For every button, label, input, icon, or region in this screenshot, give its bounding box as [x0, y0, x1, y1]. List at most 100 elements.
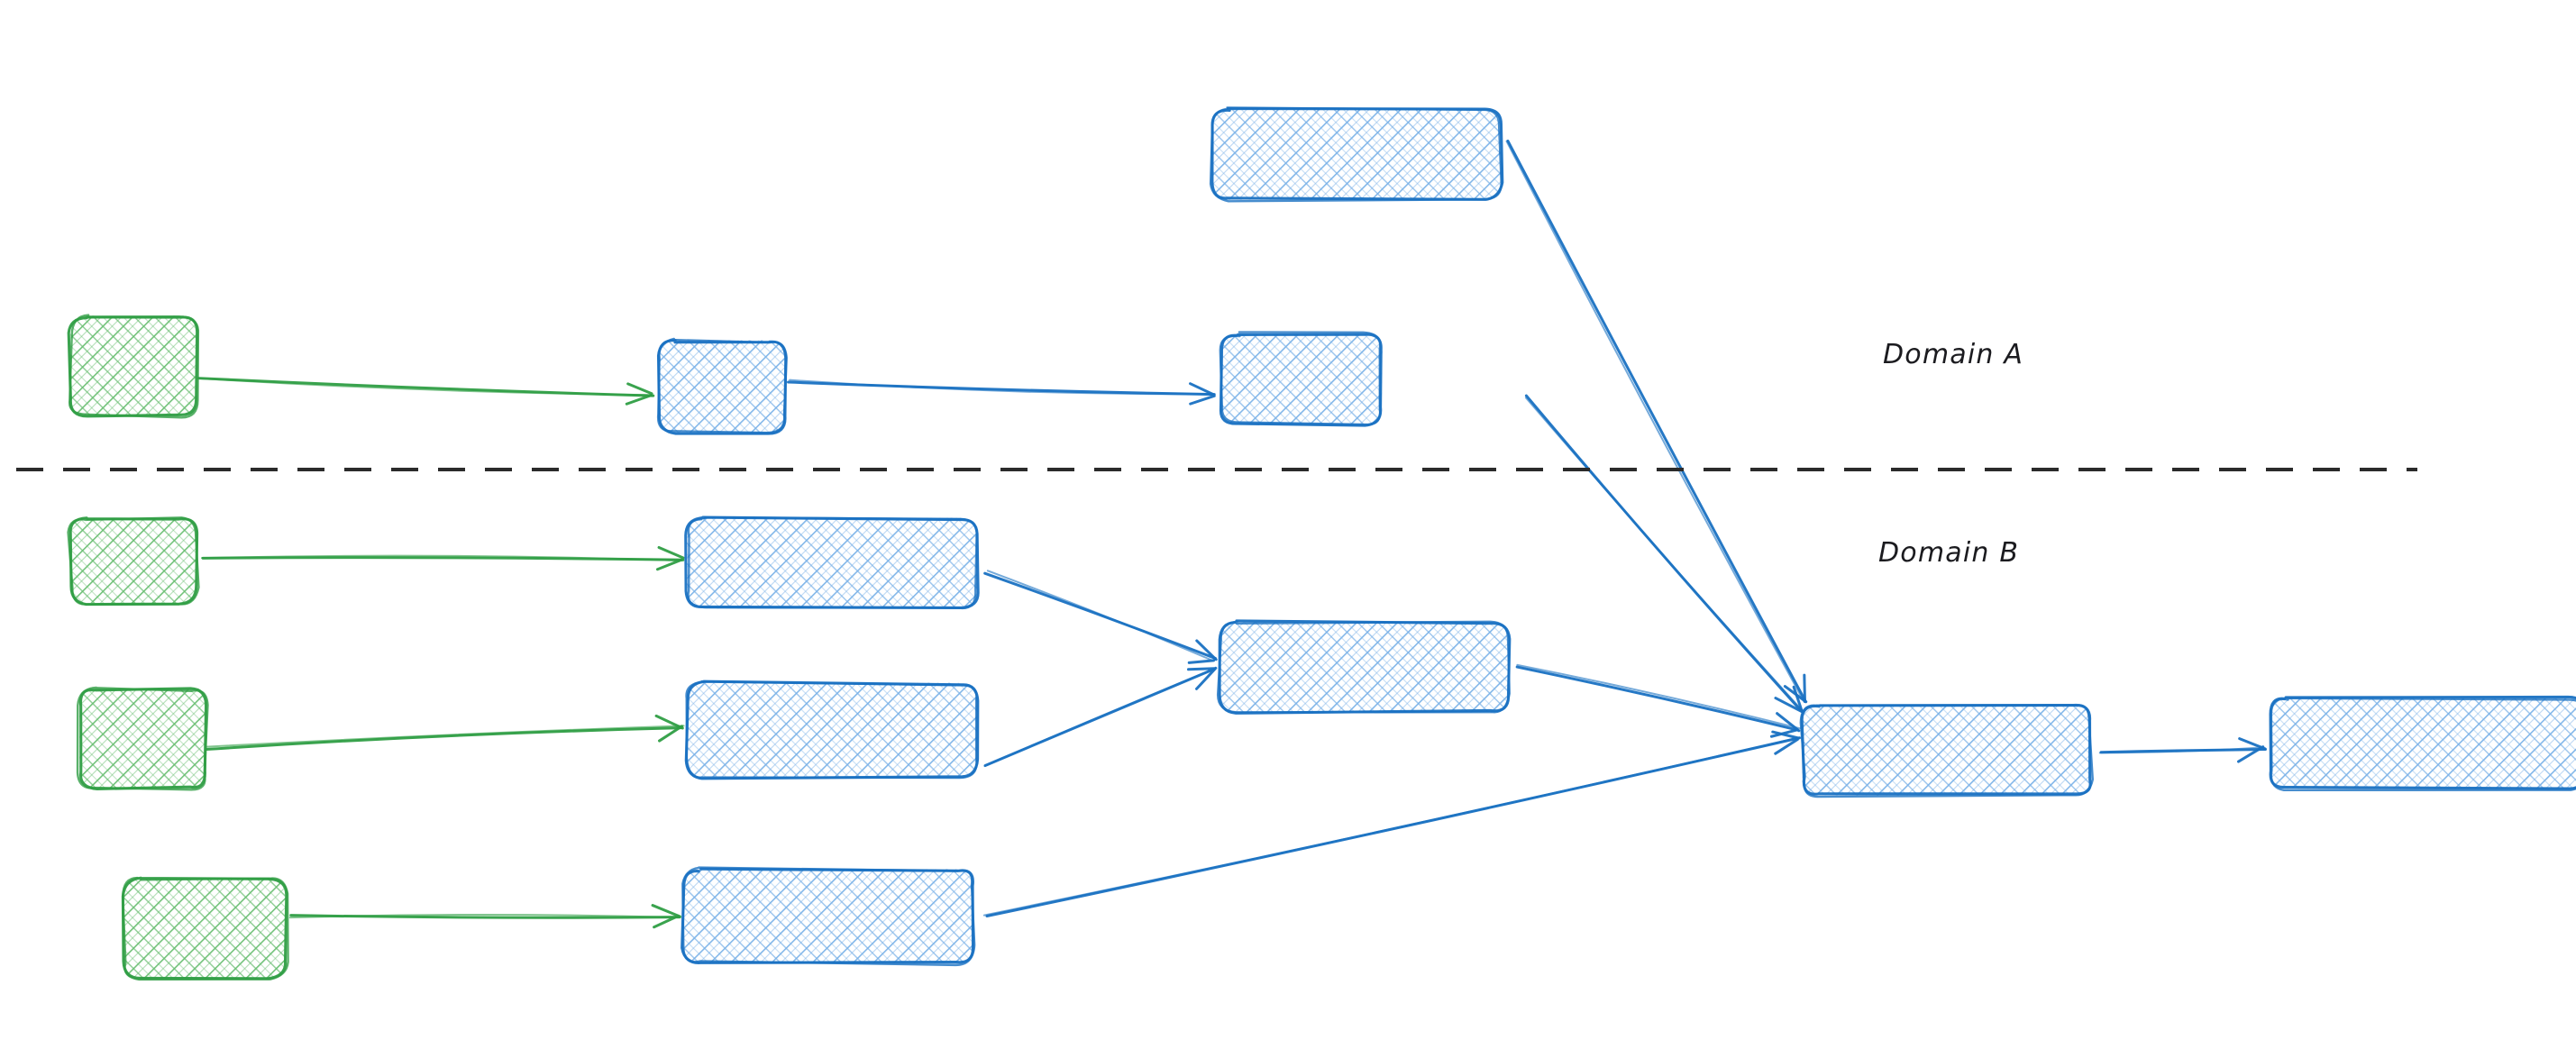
- edge-stroke: [1516, 663, 1801, 730]
- edge-stroke: [2098, 746, 2264, 754]
- arrowhead-barb: [654, 714, 684, 730]
- edge-e7[interactable]: [288, 904, 681, 929]
- edge-stroke: [1505, 140, 1805, 703]
- arrowhead-barb: [1769, 728, 1799, 738]
- arrowhead-barb: [651, 904, 681, 918]
- arrowhead-barb: [653, 914, 680, 929]
- node-fill-hatch-b: [686, 682, 978, 777]
- edge-stroke: [983, 667, 1217, 768]
- edge-stroke: [986, 570, 1214, 662]
- node-outline-pass2: [67, 516, 200, 606]
- edge-stroke: [204, 725, 685, 748]
- edges-layer: [197, 139, 2267, 929]
- node-b-blue-3[interactable]: [681, 866, 976, 967]
- arrowhead-barb: [1195, 666, 1218, 690]
- arrowhead-barb: [1774, 697, 1803, 713]
- node-b-green-3[interactable]: [121, 876, 289, 981]
- edge-e3[interactable]: [1505, 139, 1808, 704]
- arrowhead: [1187, 666, 1218, 690]
- node-fill-hatch-b: [1219, 621, 1508, 713]
- node-fill-hatch-b: [69, 315, 197, 416]
- edge-stroke: [288, 913, 681, 919]
- arrowhead-barb: [1187, 667, 1217, 671]
- edge-e10[interactable]: [1515, 663, 1801, 738]
- node-fill-hatch-b: [682, 869, 973, 963]
- arrowhead-barb: [1187, 659, 1216, 664]
- node-fill-hatch-b: [123, 878, 287, 979]
- edge-e8[interactable]: [983, 570, 1218, 664]
- arrowhead-barb: [2238, 737, 2267, 751]
- edge-stroke: [982, 736, 1800, 917]
- edge-e11[interactable]: [982, 730, 1802, 918]
- edge-e12[interactable]: [2098, 737, 2267, 763]
- arrowhead-barb: [657, 545, 685, 560]
- node-outline-pass2: [76, 686, 209, 791]
- edge-stroke: [1515, 665, 1799, 732]
- arrowhead-barb: [1195, 639, 1218, 661]
- edge-stroke: [205, 726, 683, 752]
- node-b-blue-hub[interactable]: [1799, 703, 2094, 798]
- node-b-green-1[interactable]: [67, 516, 200, 607]
- arrowhead-barb: [1771, 730, 1800, 740]
- node-fill-hatch-b: [1211, 109, 1502, 200]
- arrowhead-barb: [1803, 673, 1806, 704]
- node-outline-pass2: [1219, 331, 1382, 426]
- arrowhead-barb: [1792, 685, 1804, 713]
- arrowhead: [1187, 639, 1218, 664]
- node-outline-pass2: [1216, 620, 1511, 714]
- node-b-blue-mid[interactable]: [1216, 619, 1512, 715]
- node-a-blue-1[interactable]: [656, 337, 788, 435]
- edge-e5[interactable]: [200, 545, 685, 571]
- arrowhead-barb: [1189, 382, 1215, 397]
- node-b-green-2[interactable]: [76, 686, 209, 791]
- node-b-blue-1[interactable]: [684, 515, 980, 610]
- node-b-blue-out[interactable]: [2269, 695, 2576, 792]
- node-fill-hatch-b: [79, 689, 206, 789]
- edge-e2[interactable]: [787, 379, 1216, 406]
- arrowhead-barb: [658, 725, 684, 743]
- edge-e1[interactable]: [197, 377, 655, 406]
- arrowhead: [625, 382, 653, 406]
- arrowhead: [1189, 382, 1216, 406]
- node-fill-hatch-b: [1802, 704, 2092, 796]
- arrowhead: [655, 545, 685, 571]
- domain-a-label: Domain A: [1883, 339, 2024, 370]
- edge-stroke: [200, 554, 683, 562]
- edge-e9[interactable]: [983, 666, 1218, 768]
- edge-stroke: [983, 571, 1217, 661]
- node-a-blue-top[interactable]: [1209, 106, 1504, 203]
- arrowhead-barb: [655, 558, 683, 571]
- node-fill-hatch-b: [70, 517, 196, 604]
- node-outline-pass1: [78, 687, 208, 790]
- edge-e6[interactable]: [204, 714, 685, 752]
- node-outline-pass2: [687, 516, 978, 610]
- edge-stroke: [789, 379, 1214, 396]
- domain-b-label: Domain B: [1878, 537, 2020, 569]
- node-outline-pass2: [1799, 704, 2094, 798]
- arrowhead: [1769, 712, 1801, 738]
- nodes-layer: [67, 106, 2576, 981]
- arrowhead: [654, 714, 684, 743]
- arrowhead-barb: [1774, 738, 1799, 755]
- node-outline-pass2: [681, 866, 976, 967]
- edge-e4[interactable]: [1524, 394, 1805, 714]
- node-outline-pass2: [1209, 106, 1503, 203]
- node-fill-hatch-b: [1220, 333, 1382, 424]
- arrowhead: [651, 904, 681, 929]
- arrowhead-barb: [1776, 712, 1801, 733]
- node-outline-pass2: [656, 337, 788, 434]
- node-fill-hatch-b: [2270, 698, 2576, 789]
- arrowhead-barb: [1189, 394, 1216, 406]
- node-b-blue-2[interactable]: [684, 680, 980, 780]
- node-a-green-1[interactable]: [67, 314, 200, 419]
- node-outline-pass2: [685, 680, 978, 780]
- arrowhead-barb: [626, 382, 653, 396]
- edge-stroke: [199, 377, 653, 397]
- edge-stroke: [1524, 397, 1805, 714]
- node-a-blue-2[interactable]: [1219, 331, 1383, 427]
- node-fill-hatch-b: [686, 517, 978, 609]
- arrowhead: [2237, 737, 2267, 763]
- arrowhead: [1771, 730, 1800, 755]
